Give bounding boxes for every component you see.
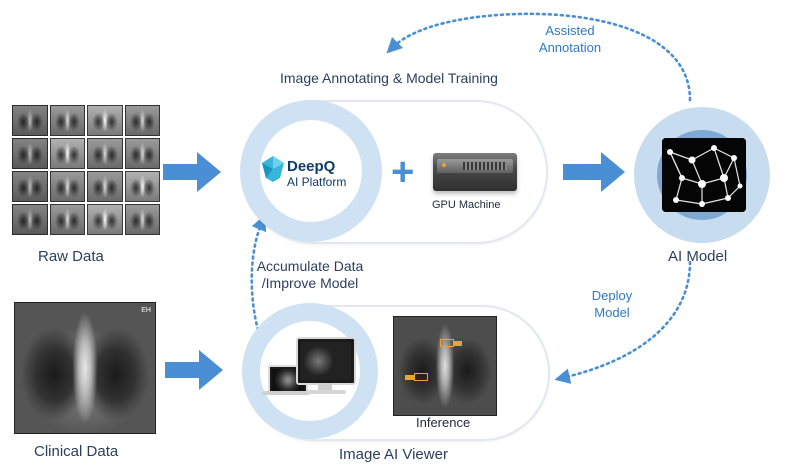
detection-tag-top — [453, 341, 462, 346]
to-ai-model-arrow — [563, 152, 625, 192]
platform-brand: DeepQ — [287, 158, 336, 175]
raw-data-xray-grid — [12, 105, 160, 235]
gpu-machine-image — [433, 153, 517, 191]
accumulate-arrow — [250, 214, 267, 332]
assisted-annotation-label: Assisted Annotation — [538, 23, 602, 55]
monitor-base — [306, 390, 346, 394]
accumulate-label: Accumulate Data /Improve Model — [256, 258, 364, 291]
gpu-machine-label: GPU Machine — [432, 199, 501, 211]
deploy-model-label: Deploy Model — [591, 288, 633, 320]
clinical-data-label: Clinical Data — [34, 443, 119, 460]
deepq-logo-icon — [262, 156, 284, 182]
assisted-annotation-arrow — [386, 12, 692, 102]
ai-model-network-icon — [662, 138, 746, 212]
ai-model-label: AI Model — [668, 248, 728, 265]
deploy-model-arrow — [554, 260, 692, 384]
laptop-base — [262, 391, 310, 395]
detection-box-top — [440, 339, 454, 347]
plus-icon: + — [391, 150, 415, 194]
detection-tag-bottom — [405, 375, 414, 380]
detection-box-bottom — [414, 373, 428, 381]
clinical-xray-tag: EH — [141, 307, 151, 314]
clinical-data-arrow — [165, 350, 223, 390]
monitor-icon — [296, 337, 356, 385]
image-ai-viewer-label: Image AI Viewer — [339, 446, 448, 463]
raw-data-arrow — [163, 152, 221, 192]
raw-data-label: Raw Data — [38, 248, 104, 265]
monitor-stand — [318, 383, 332, 391]
clinical-data-xray: EH — [14, 302, 156, 434]
inference-label: Inference — [416, 415, 471, 430]
training-title: Image Annotating & Model Training — [280, 70, 498, 86]
inference-xray — [393, 316, 497, 416]
platform-sub: AI Platform — [287, 175, 347, 189]
